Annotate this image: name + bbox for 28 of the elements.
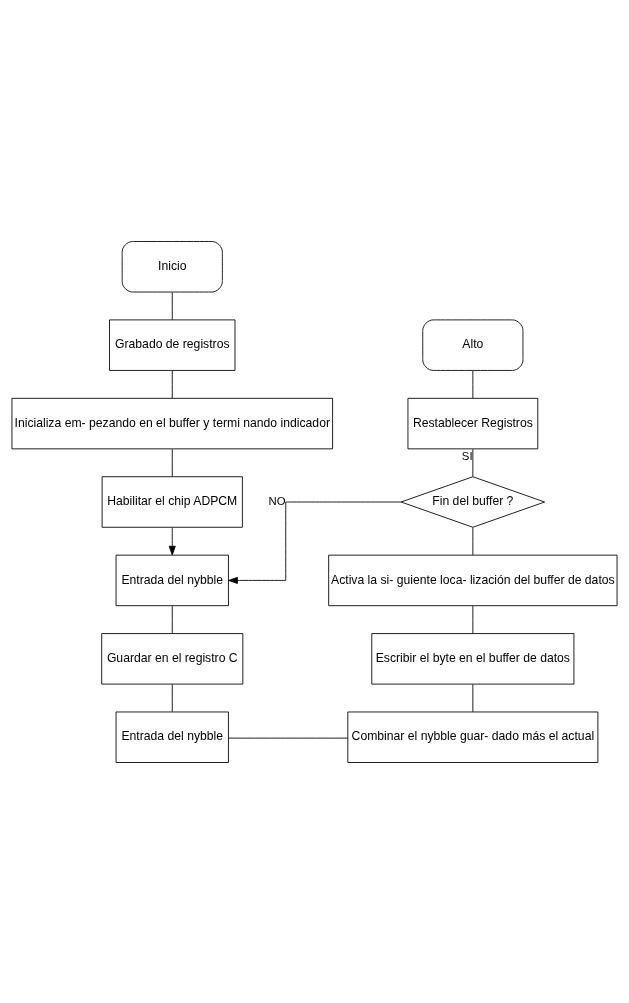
node-box: Inicializa em- pezando en el buffer y termi nando indicador [11,397,333,449]
connector [171,448,173,477]
node-box: Guardar en el registro C [101,632,244,685]
node-box: Entrada del nybble [115,711,229,763]
connector [171,683,173,712]
connector [171,369,173,399]
arrow [228,501,402,584]
node-box: Restablecer Registros [407,397,539,449]
node-box: Habilitar el chip ADPCM [101,475,243,528]
connector [472,605,474,634]
edge-label: SI [461,449,473,462]
node-box: Entrada del nybble [115,554,229,606]
connector [472,448,474,477]
edge-label: NO [268,494,286,507]
node-box: Escribir el byte en el buffer de datos [371,632,575,685]
connector [472,526,474,555]
node-box: Activa la si- guiente loca- lización del buffer de datos [328,554,618,606]
node-diamond: Fin del buffer ? [400,475,546,528]
node-box: Combinar el nybble guar- dado más el actual [347,711,599,763]
arrow [168,526,176,555]
node-box: Grabado de registros [109,318,236,371]
connector [171,291,173,320]
node-box: Alto [422,318,524,371]
connector [472,683,474,712]
connector [472,369,474,399]
node-box: Inicio [121,240,223,292]
connector [171,605,173,634]
connector [228,737,349,739]
